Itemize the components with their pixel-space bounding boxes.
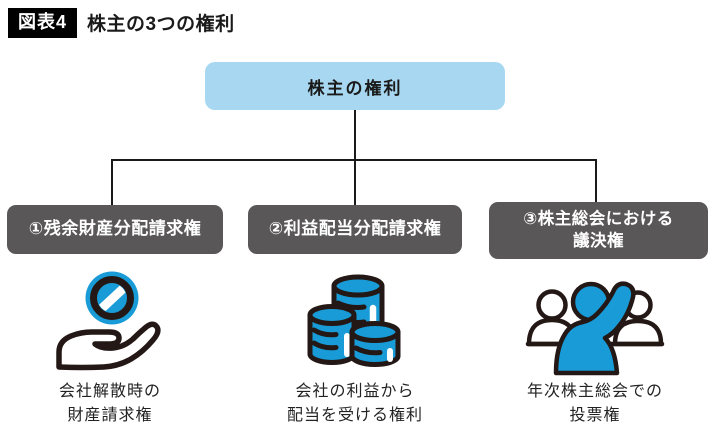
connector-middle-vertical [354, 159, 356, 206]
root-node-shareholder-rights: 株主の権利 [205, 62, 505, 110]
caption-voting: 年次株主総会での 投票権 [490, 380, 700, 428]
hand-coin-icon [56, 271, 161, 371]
branch-box-label-line1: ③株主総会における [523, 210, 674, 229]
figure-title: 株主の3つの権利 [87, 14, 235, 36]
branch-box-label: ①残余財産分配請求権 [28, 219, 202, 239]
connector-root-vertical [354, 110, 356, 160]
branch-box-label-line2: 議決権 [573, 231, 624, 250]
caption-line: 会社解散時の [58, 383, 161, 400]
voting-people-icon [525, 281, 665, 376]
caption-line: 会社の利益から [295, 383, 415, 400]
coin-stacks-icon [307, 274, 401, 367]
branch-box-voting-rights: ③株主総会における 議決権 [489, 202, 708, 259]
caption-line: 投票権 [569, 407, 621, 424]
caption-dividend: 会社の利益から 配当を受ける権利 [250, 380, 460, 428]
caption-line: 配当を受ける権利 [286, 407, 423, 424]
figure-header: 図表4 株主の3つの権利 [8, 8, 235, 38]
caption-line: 年次株主総会での [526, 383, 663, 400]
connector-left-vertical [111, 159, 113, 206]
branch-box-residual-assets: ①残余財産分配請求権 [7, 205, 223, 254]
branch-box-dividend-claim: ②利益配当分配請求権 [248, 205, 462, 254]
caption-residual-assets: 会社解散時の 財産請求権 [5, 380, 215, 428]
branch-box-label: ②利益配当分配請求権 [268, 219, 442, 239]
figure-number-badge: 図表4 [8, 8, 78, 38]
caption-line: 財産請求権 [67, 407, 153, 424]
connector-right-vertical [595, 159, 597, 203]
